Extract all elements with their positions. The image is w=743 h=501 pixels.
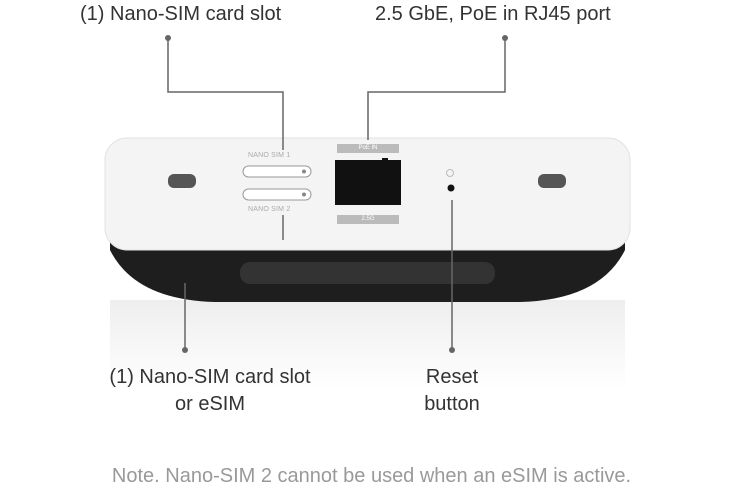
sim2-callout-line1: (1) Nano-SIM card slot <box>109 366 311 388</box>
callout-dot <box>165 35 171 41</box>
reset-icon <box>446 169 454 177</box>
rj45-callout: 2.5 GbE, PoE in RJ45 port <box>375 3 611 25</box>
right-led-window <box>538 174 566 188</box>
reset-callout: Reset button <box>392 364 512 418</box>
rj45-port <box>335 160 401 205</box>
callout-dot <box>182 347 188 353</box>
sim1-label: NANO SIM 1 <box>248 152 291 159</box>
callout-dot <box>502 35 508 41</box>
sim2-label: NANO SIM 2 <box>248 206 291 213</box>
sim1-slot <box>242 165 312 178</box>
sim2-slot <box>242 188 312 201</box>
sim2-callout: (1) Nano-SIM card slot or eSIM <box>90 364 330 418</box>
callout-lines <box>167 38 506 350</box>
sim2-callout-line2: or eSIM <box>174 393 246 415</box>
sim1-callout: (1) Nano-SIM card slot <box>80 3 282 25</box>
reset-callout-line2: button <box>424 393 480 415</box>
device-reflection <box>110 300 625 390</box>
poe-in-label: PoE IN <box>337 144 399 153</box>
speed-label: 2.5G <box>337 215 399 224</box>
callout-dot <box>449 347 455 353</box>
note: Note. Nano-SIM 2 cannot be used when an … <box>111 465 632 487</box>
reset-button <box>447 184 455 192</box>
left-led-window <box>168 174 196 188</box>
reset-callout-line1: Reset <box>425 366 479 388</box>
vent-slots <box>240 262 495 284</box>
